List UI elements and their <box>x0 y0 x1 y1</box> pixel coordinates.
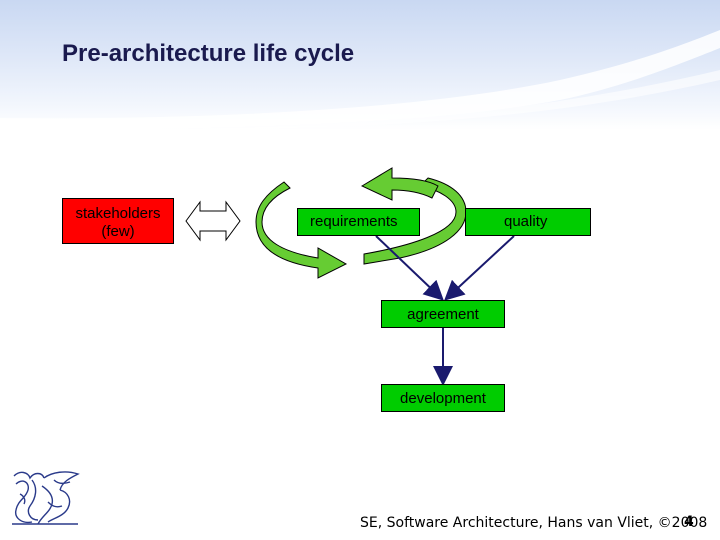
cycle-arrows-icon <box>255 167 467 279</box>
development-label: development <box>400 390 486 407</box>
logo-icon <box>12 471 80 525</box>
development-box: development <box>381 384 505 412</box>
quality-box: quality <box>465 208 591 236</box>
requirements-box: requirements <box>297 208 420 236</box>
footer-text: SE, Software Architecture, Hans van Vlie… <box>360 515 708 531</box>
header-swoosh <box>0 30 720 130</box>
requirements-label: requirements <box>310 213 398 230</box>
quality-label: quality <box>504 213 548 230</box>
agreement-label: agreement <box>407 306 479 323</box>
requirements-to-agreement-arrow <box>375 235 444 301</box>
agreement-box: agreement <box>381 300 505 328</box>
stakeholders-box: stakeholders (few) <box>62 198 174 244</box>
stakeholders-label: stakeholders (few) <box>75 205 161 240</box>
double-headed-arrow-icon <box>185 200 241 242</box>
quality-to-agreement-arrow <box>444 235 515 301</box>
page-number: 4 <box>684 514 694 530</box>
page-title: Pre-architecture life cycle <box>62 40 355 67</box>
